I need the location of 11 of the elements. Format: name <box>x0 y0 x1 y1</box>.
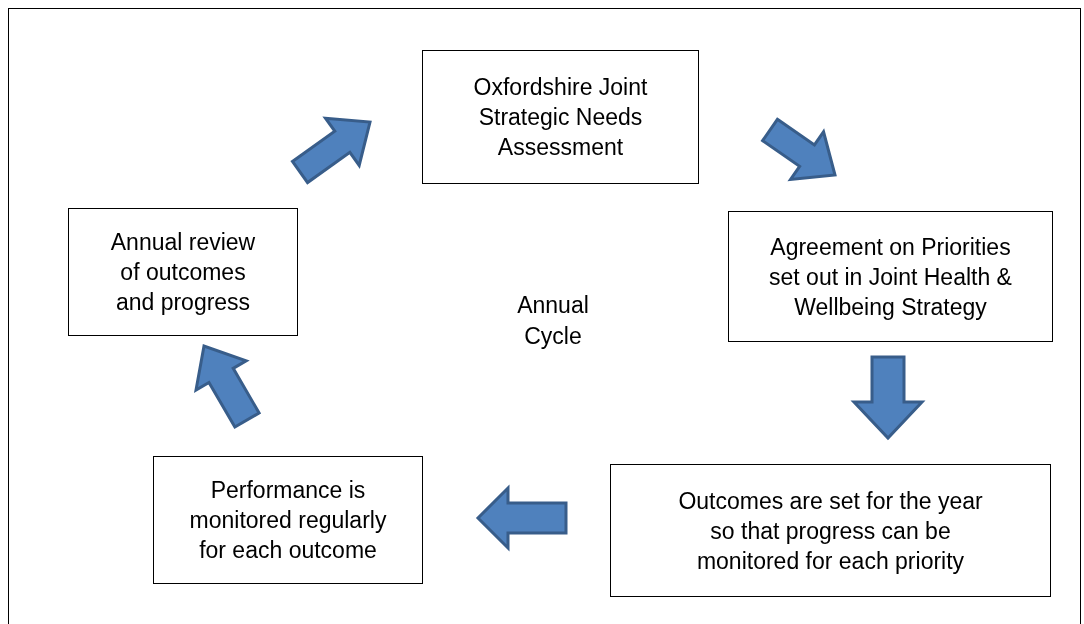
center-label: Annual Cycle <box>516 291 590 351</box>
process-box: Agreement on Priorities set out in Joint Health & Wellbeing Strategy <box>728 211 1053 342</box>
process-box: Annual review of outcomes and progress <box>68 208 298 336</box>
block-arrow <box>475 484 568 552</box>
block-arrow <box>290 116 372 185</box>
process-box: Oxfordshire Joint Strategic Needs Assessment <box>422 50 699 184</box>
block-arrow <box>760 117 837 182</box>
block-arrow <box>850 355 926 441</box>
process-box: Performance is monitored regularly for each outcome <box>153 456 423 584</box>
block-arrow <box>193 344 262 430</box>
process-box: Outcomes are set for the year so that progress can be monitored for each priority <box>610 464 1051 597</box>
